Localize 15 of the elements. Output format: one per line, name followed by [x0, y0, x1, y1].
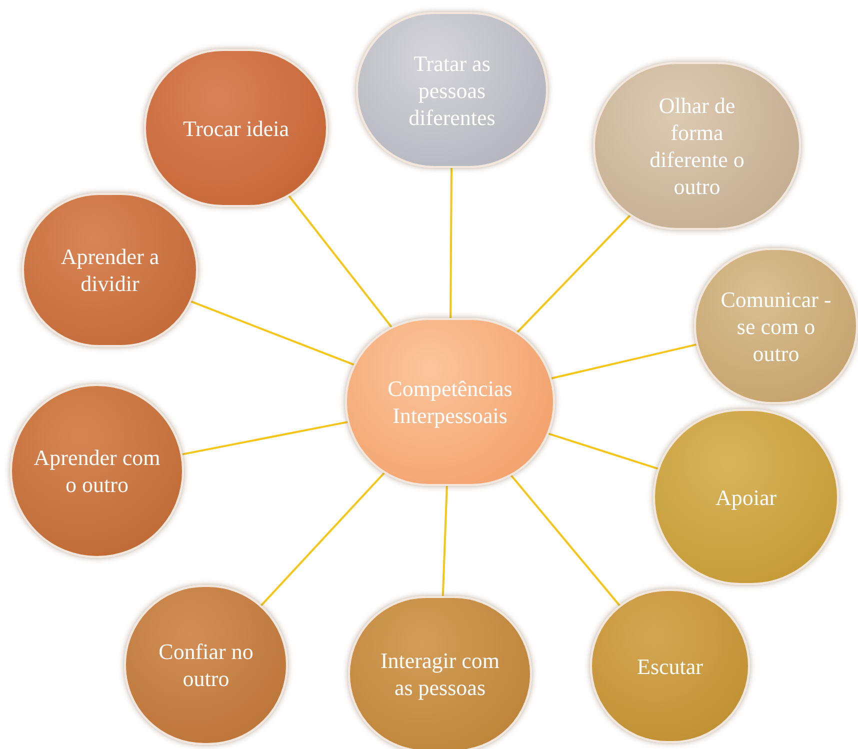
node-label: Trocar ideia: [182, 114, 290, 142]
connector-line: [450, 168, 452, 318]
connector-line: [547, 432, 658, 470]
node-label: Escutar: [637, 652, 703, 680]
connector-line: [442, 486, 448, 596]
node-label: Confiar no outro: [158, 638, 254, 692]
node-label: Comunicar -se com o outro: [720, 286, 832, 366]
node-label: Aprender com o outro: [32, 444, 162, 498]
node-label: Apoiar: [715, 484, 777, 510]
connector-line: [182, 420, 348, 456]
node-label: Interagir com as pessoas: [379, 647, 501, 701]
node-label: Olhar de forma diferente o outro: [648, 92, 746, 200]
connector-line: [190, 300, 356, 366]
node-label: Competências Interpessoais: [386, 375, 514, 429]
node-label: Aprender a dividir: [60, 243, 160, 297]
